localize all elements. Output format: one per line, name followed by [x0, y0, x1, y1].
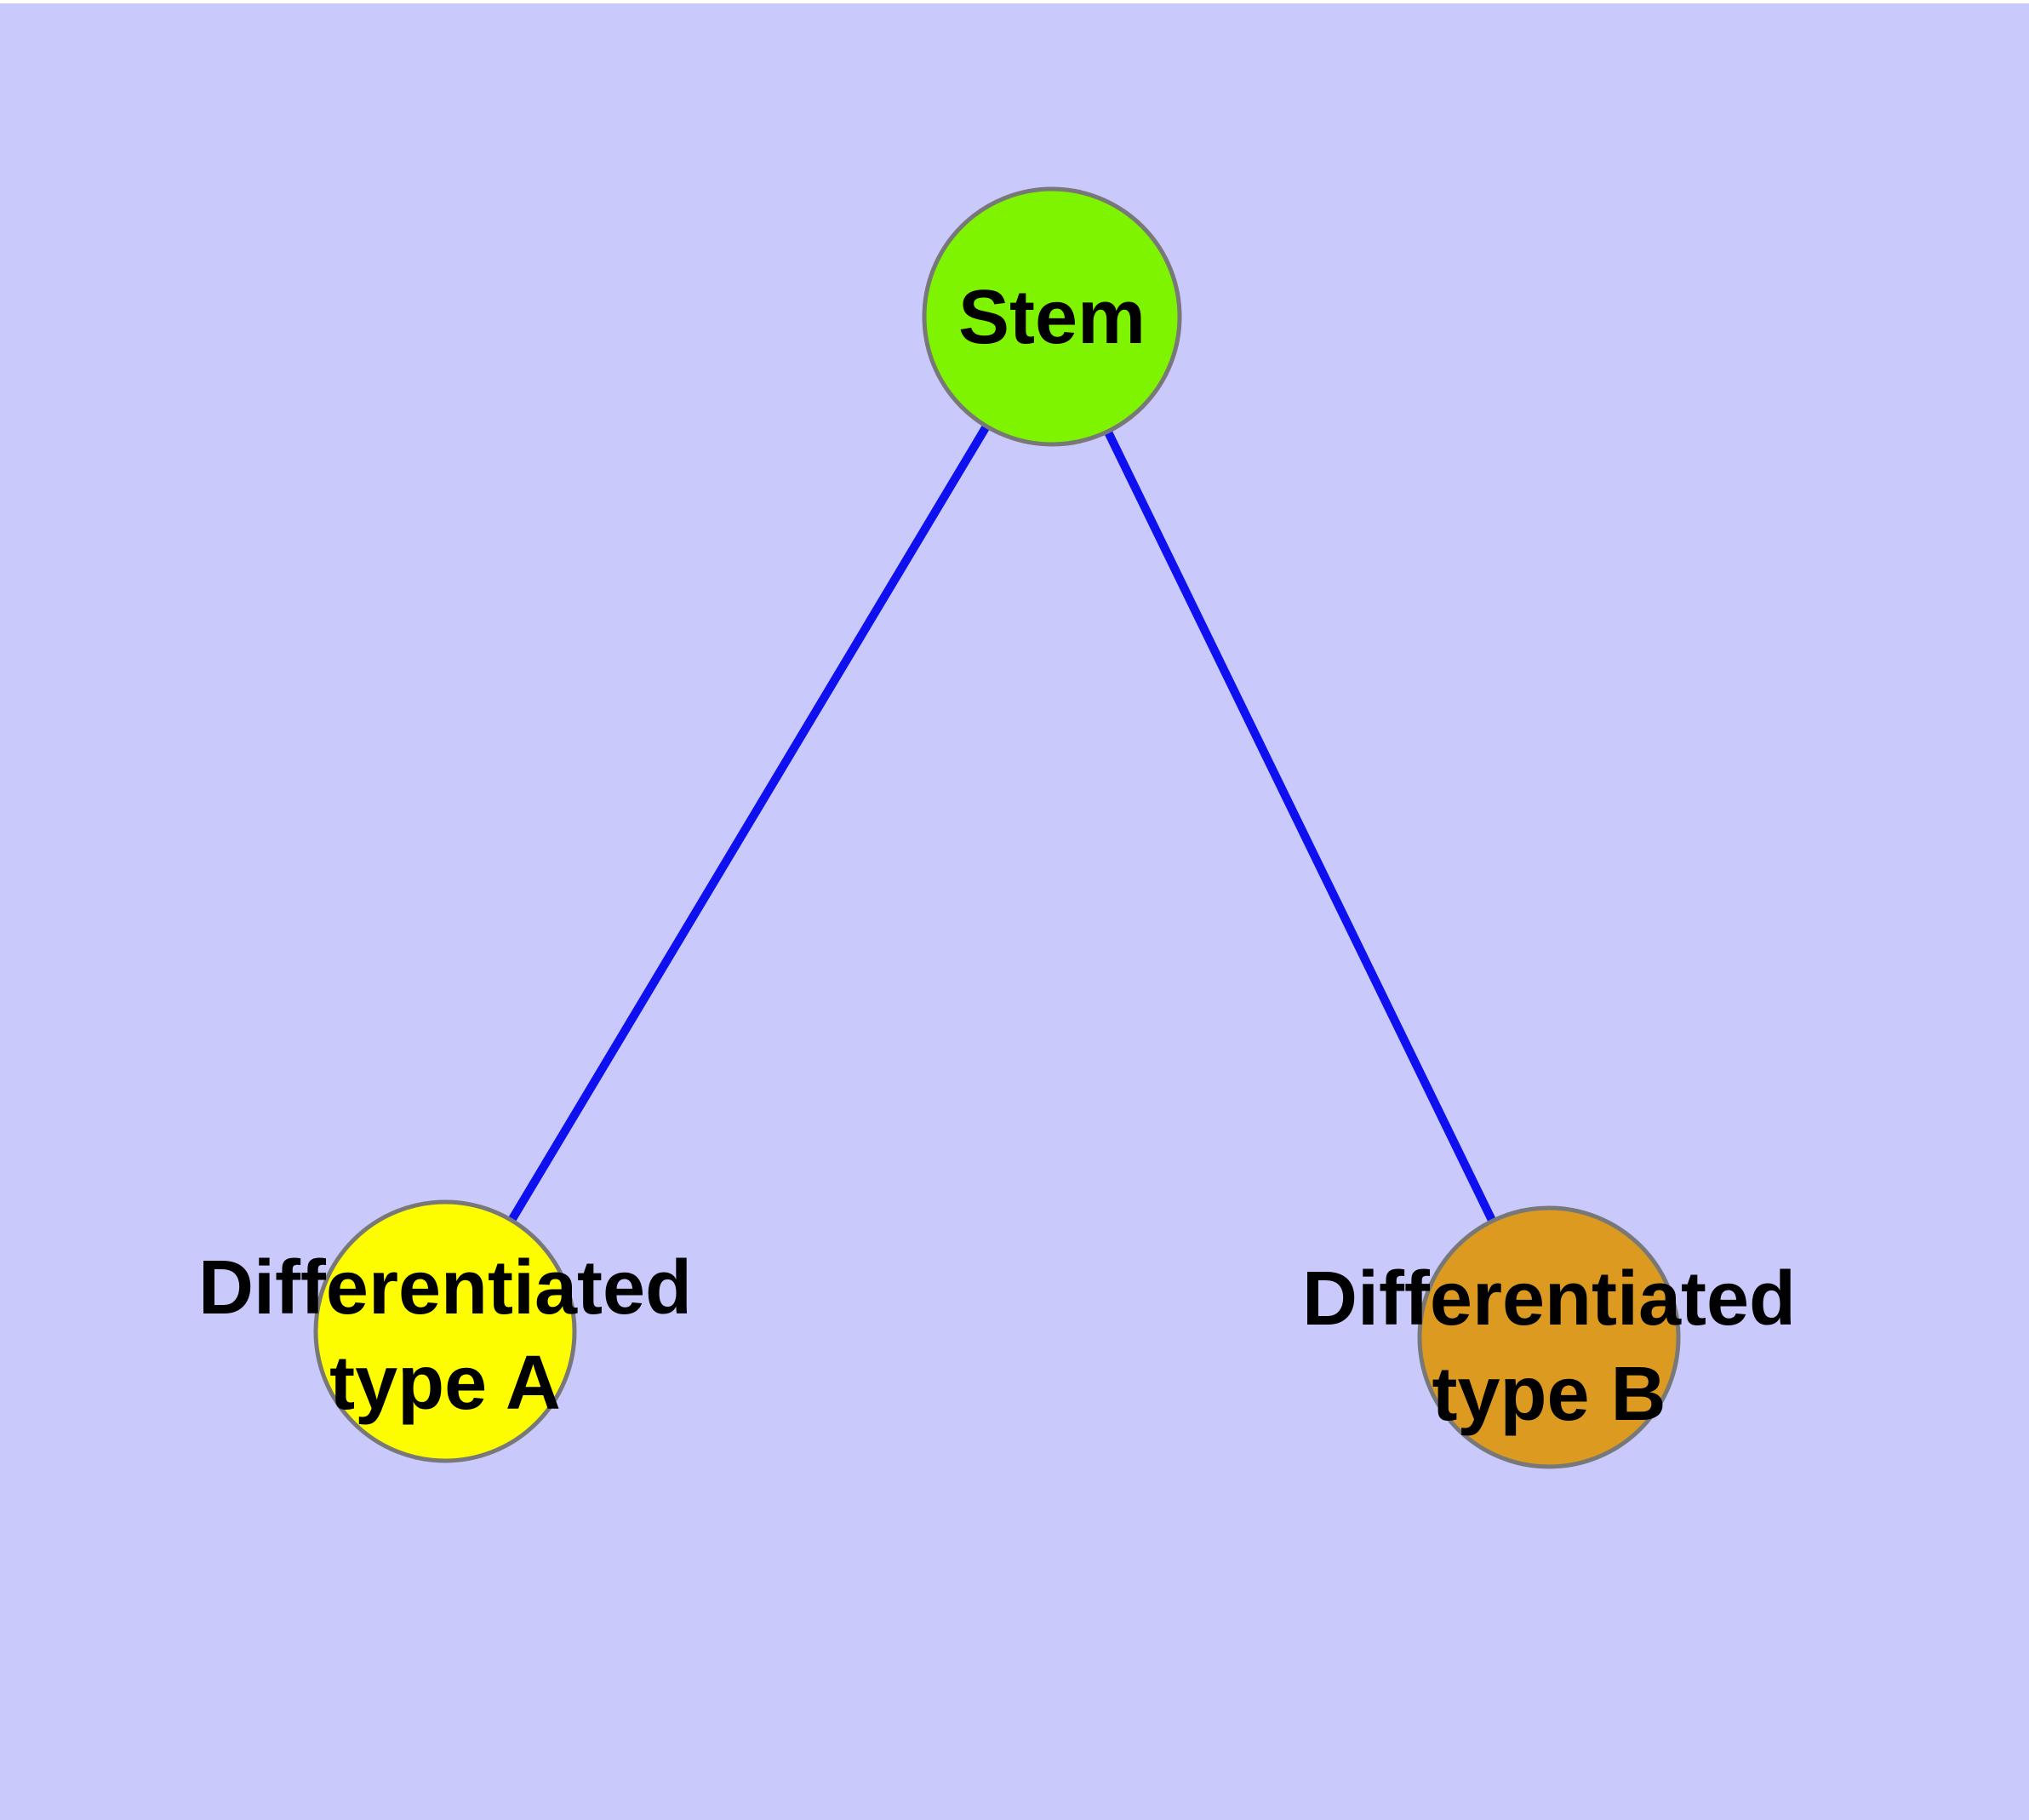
edge-stem-to-type-a: [441, 312, 1056, 1336]
node-type-b-label-line2: type B: [1432, 1352, 1666, 1437]
node-type-b: Differentiated type B: [1302, 1205, 1796, 1469]
node-type-a-label-line2: type A: [329, 1341, 561, 1426]
node-stem: Stem: [922, 186, 1182, 447]
node-type-a-label-line1: Differentiated: [198, 1245, 692, 1331]
node-stem-label: Stem: [958, 275, 1146, 360]
edges: [441, 312, 1553, 1342]
node-stem-circle: [922, 186, 1182, 447]
node-type-b-circle: [1417, 1205, 1681, 1469]
node-type-a-circle: [313, 1199, 577, 1463]
node-type-a: Differentiated type A: [198, 1199, 692, 1463]
node-type-b-label-line1: Differentiated: [1302, 1256, 1796, 1342]
edge-stem-to-type-b: [1048, 312, 1553, 1342]
